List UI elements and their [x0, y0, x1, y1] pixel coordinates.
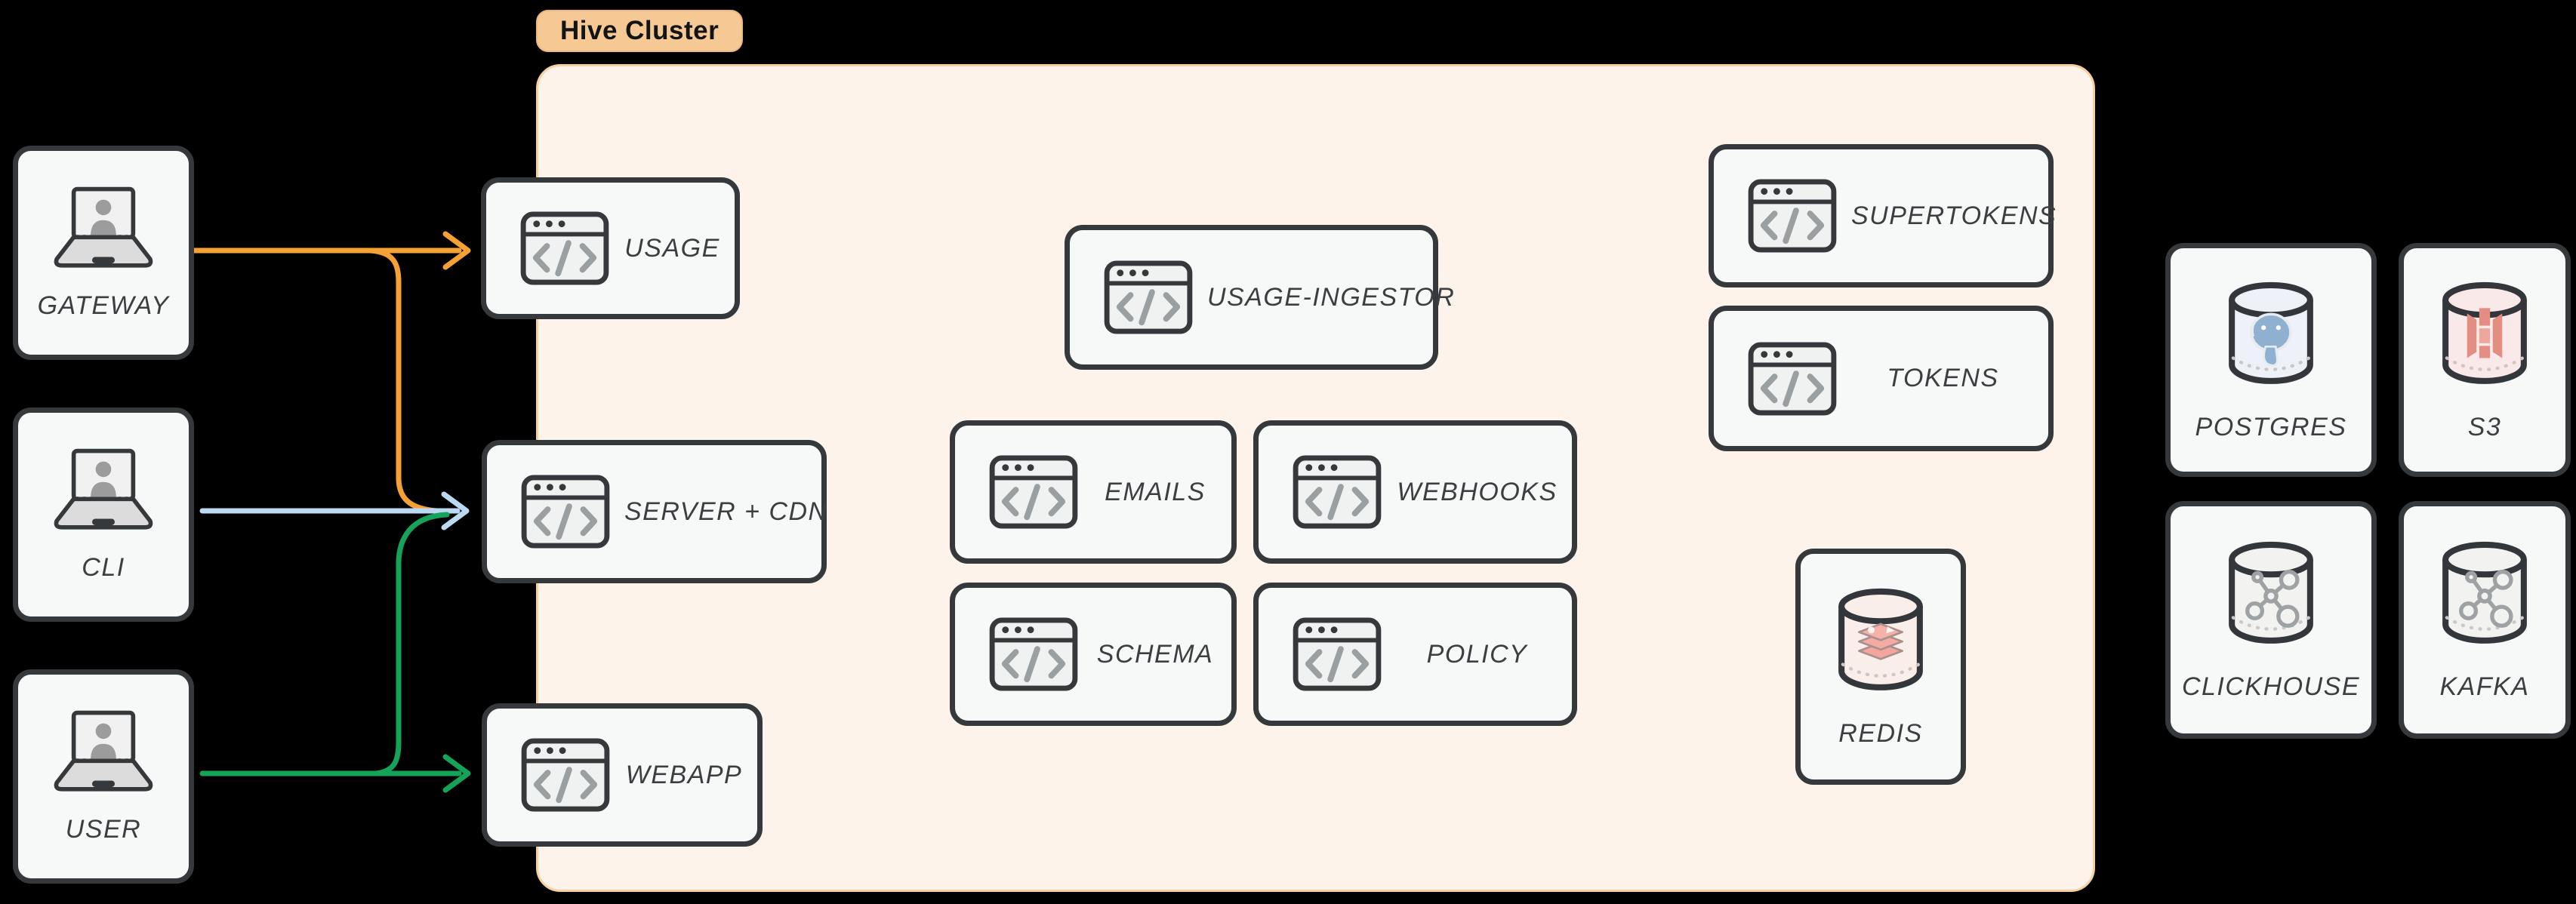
edge-cli-server-cdn-arrowhead	[441, 491, 470, 530]
node-label: KAFKA	[2439, 672, 2530, 701]
code-window-icon	[519, 211, 610, 285]
edge-user-server-cdn	[373, 512, 450, 776]
node-label: POLICY	[1426, 639, 1528, 669]
node-tokens: TOKENS	[1709, 306, 2054, 451]
code-window-icon	[1292, 617, 1382, 691]
node-label: EMAILS	[1105, 477, 1206, 506]
node-label: USAGE-INGESTOR	[1207, 282, 1456, 312]
edge-user-webapp-arrowhead	[442, 754, 471, 793]
node-supertokens: SUPERTOKENS	[1709, 144, 2056, 287]
code-window-icon	[1103, 260, 1194, 334]
code-window-icon	[1747, 179, 1838, 253]
node-label: SCHEMA	[1096, 639, 1214, 669]
code-window-icon	[1292, 455, 1382, 529]
node-clickhouse: CLICKHOUSE	[2165, 501, 2377, 739]
node-label: S3	[2467, 412, 2502, 441]
node-webapp: WEBAPP	[482, 703, 763, 847]
node-label: REDIS	[1838, 719, 1923, 748]
hive-cluster-tag: Hive Cluster	[536, 10, 744, 52]
node-user: USER	[13, 669, 194, 884]
node-label: TOKENS	[1887, 364, 1999, 392]
node-label: SERVER + CDN	[624, 497, 828, 526]
node-label: WEBAPP	[625, 760, 743, 789]
node-label: CLICKHOUSE	[2181, 672, 2361, 701]
code-window-icon	[520, 738, 611, 812]
node-label: SUPERTOKENS	[1851, 201, 2057, 230]
laptop-user-icon	[47, 186, 160, 272]
node-gateway: GATEWAY	[13, 146, 194, 360]
node-cli: CLI	[13, 407, 194, 622]
node-usage: USAGE	[481, 177, 740, 319]
node-label: USER	[65, 814, 142, 844]
node-schema: SCHEMA	[950, 583, 1237, 726]
database-cylinder-network-icon	[2436, 538, 2534, 653]
node-webhooks: WEBHOOKS	[1253, 420, 1577, 564]
node-redis: REDIS	[1795, 549, 1966, 785]
database-cylinder-network-icon	[2222, 538, 2320, 653]
node-s3: S3	[2399, 243, 2571, 477]
node-postgres: POSTGRES	[2165, 243, 2377, 477]
node-label: POSTGRES	[2195, 412, 2347, 441]
code-window-icon	[520, 475, 611, 549]
node-server-cdn: SERVER + CDN	[482, 440, 827, 583]
database-cylinder-redis-icon	[1832, 585, 1930, 700]
node-label: GATEWAY	[37, 291, 170, 320]
node-kafka: KAFKA	[2399, 501, 2571, 739]
hive-cluster-label: Hive Cluster	[560, 16, 719, 45]
database-cylinder-s3-icon	[2436, 278, 2534, 393]
node-label: USAGE	[624, 233, 720, 263]
edge-gateway-usage-arrowhead	[442, 231, 471, 270]
node-label: CLI	[82, 552, 125, 582]
node-emails: EMAILS	[950, 420, 1237, 564]
node-label: WEBHOOKS	[1397, 477, 1558, 506]
code-window-icon	[1747, 341, 1838, 416]
code-window-icon	[988, 455, 1079, 529]
edge-gateway-server-cdn	[367, 248, 451, 514]
node-usage-ingestor: USAGE-INGESTOR	[1065, 225, 1454, 370]
database-cylinder-postgres-icon	[2222, 278, 2320, 393]
laptop-user-icon	[47, 709, 160, 795]
code-window-icon	[988, 617, 1079, 691]
node-policy: POLICY	[1253, 583, 1577, 726]
laptop-user-icon	[47, 447, 160, 533]
